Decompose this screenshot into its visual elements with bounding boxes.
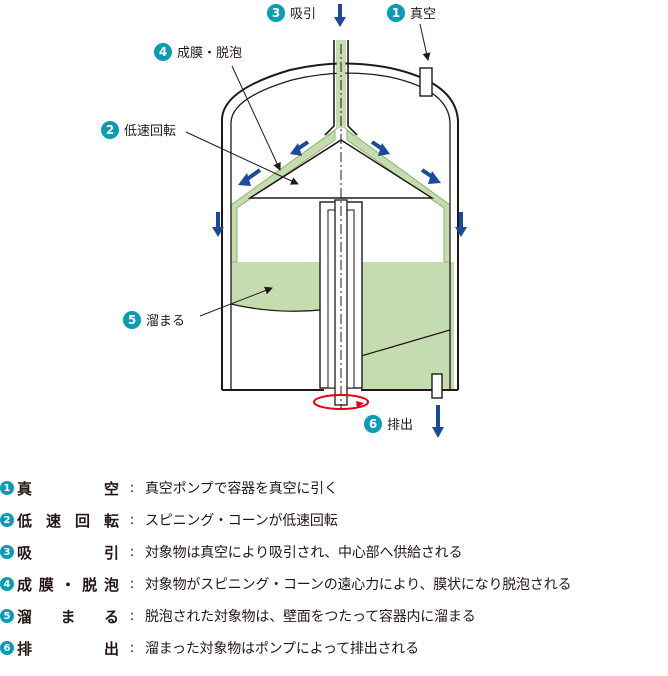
label-rotation: 2 低速回転 [101,121,176,139]
legend-term: 吸引 [17,542,119,563]
deaerator-diagram: 3 吸引 1 真空 4 成膜・脱泡 2 低速回転 5 溜まる 6 排出 [101,4,467,438]
svg-text:真空: 真空 [410,7,436,22]
flow-arrows [212,4,467,438]
svg-text:6: 6 [369,417,377,431]
legend-term-char: 引 [103,543,119,562]
label-accumulate: 5 溜まる [123,311,185,329]
legend-description: 脱泡された対象物は、壁面をつたって容器内に溜まる [145,609,476,625]
legend-colon: : [129,608,135,624]
leader-rotation [185,131,299,185]
label-vacuum: 1 真空 [387,4,436,22]
slanted-plate-2 [360,329,451,357]
legend-term-char: 出 [103,639,119,658]
label-suction: 3 吸引 [267,4,316,22]
legend-term-char: 真 [17,479,33,498]
legend-term: 真空 [17,478,119,499]
legend-term: 成膜・脱泡 [17,574,119,595]
legend-term: 溜まる [17,606,119,627]
legend-term-char: 空 [103,479,119,498]
legend-description: 対象物がスピニング・コーンの遠心力により、膜状になり脱泡される [145,577,572,593]
legend-colon: : [129,512,135,528]
legend-description: スピニング・コーンが低速回転 [145,513,338,529]
label-discharge: 6 排出 [364,415,413,433]
legend-description: 溜まった対象物はポンプによって排出される [145,641,419,657]
leader-vacuum [419,23,431,61]
rotation-indicator [313,394,369,410]
legend-term-char: る [103,607,119,626]
legend-term-char: 脱 [82,575,98,594]
svg-text:2: 2 [106,123,114,137]
legend-number-badge: 4 [0,577,14,591]
svg-text:成膜・脱泡: 成膜・脱泡 [177,46,242,61]
legend-term-char: 膜 [38,575,54,594]
svg-text:5: 5 [128,313,136,327]
legend-colon: : [129,640,135,656]
legend-number-badge: 1 [0,481,14,495]
svg-text:排出: 排出 [387,418,413,433]
leader-accumulate [199,286,273,317]
legend-description: 対象物は真空により吸引され、中心部へ供給される [145,545,463,561]
legend-term-char: 泡 [103,575,119,594]
legend-term-char: 低 [17,511,33,530]
label-film: 4 成膜・脱泡 [154,43,242,61]
legend-colon: : [129,480,135,496]
legend-colon: : [129,544,135,560]
svg-text:吸引: 吸引 [290,7,316,22]
legend-term: 低速回転 [17,510,119,531]
legend-term-char: 転 [103,511,119,530]
svg-text:1: 1 [392,6,400,20]
legend-number-badge: 5 [0,609,14,623]
legend-number-badge: 3 [0,545,14,559]
svg-text:4: 4 [159,45,167,59]
feed-pipe [324,40,358,136]
legend-colon: : [129,576,135,592]
legend-description: 真空ポンプで容器を真空に引く [145,481,338,497]
svg-text:低速回転: 低速回転 [124,124,176,139]
svg-text:3: 3 [272,6,280,20]
legend-term-char: 回 [74,511,90,530]
legend-number-badge: 2 [0,513,14,527]
legend-term-char: 溜 [17,607,33,626]
legend-term-char: ・ [60,575,76,594]
legend-number-badge: 6 [0,641,14,655]
leader-film [231,65,281,171]
legend-term-char: 成 [17,575,33,594]
discharge-pipe [431,373,443,399]
accumulated-liquid [231,262,454,390]
legend-term-char: 吸 [17,543,33,562]
legend-term: 排出 [17,638,119,659]
legend-term-char: 排 [17,639,33,658]
svg-text:溜まる: 溜まる [146,314,185,329]
legend-term-char: 速 [45,511,61,530]
vacuum-pipe [419,67,433,97]
legend-term-char: ま [60,607,76,626]
